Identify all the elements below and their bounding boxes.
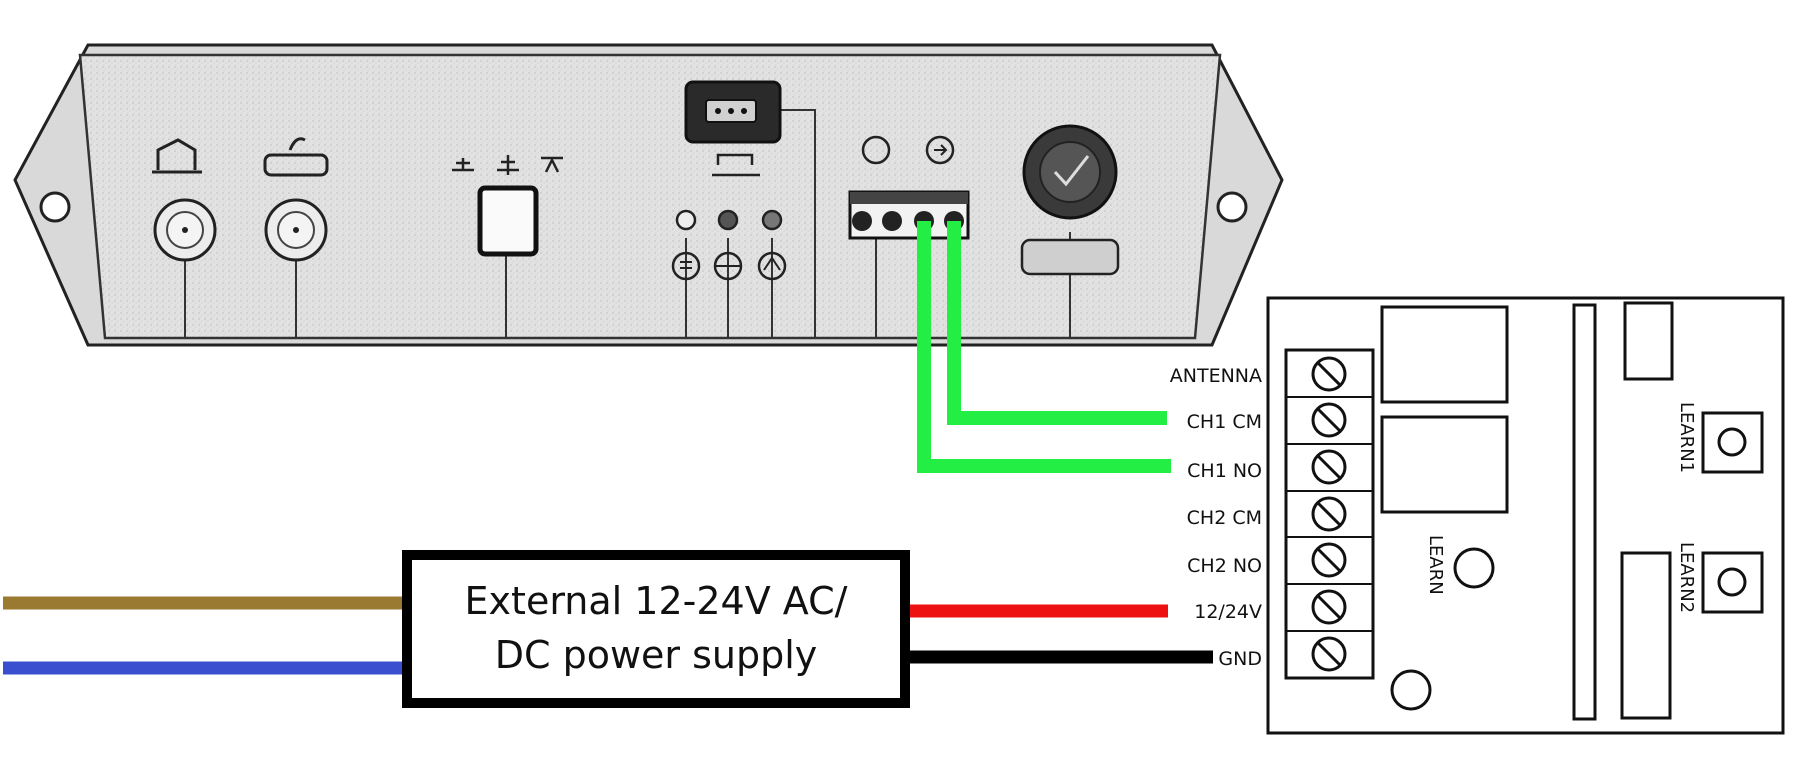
lamp-icon: [263, 153, 329, 177]
connector-plug: [684, 80, 782, 177]
terminal-label-ch1-no: CH1 NO: [1187, 460, 1262, 482]
learn-button: [1453, 547, 1495, 589]
learn2-label: LEARN2: [1676, 542, 1697, 613]
power-supply-box: External 12-24V AC/ DC power supply: [402, 550, 910, 708]
wires: [3, 221, 1213, 675]
wire-ch1-cm: [947, 221, 1167, 425]
board-component-top: [1623, 301, 1674, 381]
learn-label: LEARN: [1425, 535, 1446, 595]
terminal-label-power: 12/24V: [1194, 601, 1262, 623]
receiver-board: LEARN LEARN1 LEARN2: [1266, 296, 1785, 735]
board-strip: [1572, 303, 1597, 721]
board-component-circle: [1390, 669, 1432, 711]
fuse-check-icon: [1053, 155, 1090, 187]
terminal-label-ch2-cm: CH2 CM: [1187, 507, 1262, 529]
out-icon: [861, 135, 891, 165]
relay-2: [1380, 415, 1509, 514]
fuse-holder: [1020, 124, 1120, 276]
connector-icon: [712, 153, 760, 177]
learn1-button: [1701, 411, 1764, 474]
psu-label-line1: External 12-24V AC/: [465, 579, 848, 623]
terminal-label-gnd: GND: [1218, 648, 1262, 670]
mounting-hole-right: [1216, 191, 1248, 223]
terminal-labels: ANTENNA CH1 CM CH1 NO CH2 CM CH2 NO 12/2…: [1170, 365, 1262, 670]
psu-label-line2: DC power supply: [495, 633, 818, 677]
control-panel: [13, 43, 1284, 347]
terminal-label-antenna: ANTENNA: [1170, 365, 1262, 387]
board-component-bottom: [1620, 551, 1672, 720]
mode-selector-switch: [452, 155, 563, 257]
in-icon: [925, 135, 955, 165]
tipper-icon: [156, 138, 197, 170]
panel-face: [78, 53, 1222, 340]
indicator-leds: [671, 209, 787, 281]
terminal-label-ch1-cm: CH1 CM: [1187, 411, 1262, 433]
tipper-knob: [152, 138, 217, 262]
lamp-knob: [263, 137, 329, 262]
relay-1: [1380, 305, 1509, 404]
learn1-label: LEARN1: [1676, 402, 1697, 473]
mode-symbols-icon: [452, 155, 563, 175]
terminal-label-ch2-no: CH2 NO: [1187, 555, 1262, 577]
receiver-terminal-block: [1284, 348, 1375, 680]
mounting-hole-left: [39, 191, 71, 223]
wire-ch1-no: [917, 221, 1171, 473]
